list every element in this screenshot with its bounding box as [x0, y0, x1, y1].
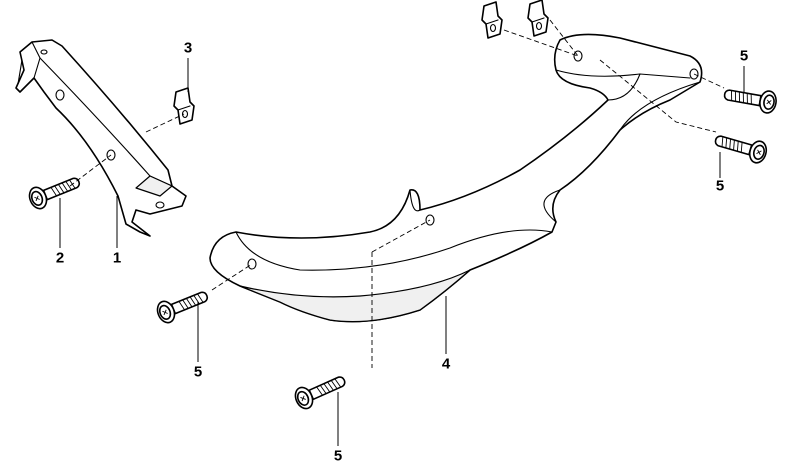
- clip-part-3: [173, 87, 195, 125]
- bolt-part-5-lower-right: [711, 128, 770, 166]
- bracket-part-4: [209, 33, 703, 323]
- assembly-lines: [69, 19, 725, 368]
- leader-lines: [59, 58, 745, 446]
- bolt-part-5-upper-right: [721, 82, 779, 116]
- callout-5-lower-right: 5: [715, 177, 725, 195]
- callout-5-left: 5: [193, 363, 203, 381]
- callout-5-upper-right: 5: [739, 47, 749, 65]
- bolt-part-5-left: [153, 284, 212, 326]
- callout-1: 1: [112, 249, 122, 267]
- callout-3: 3: [183, 39, 193, 57]
- callout-2: 2: [55, 249, 65, 267]
- bolt-part-2: [25, 170, 84, 212]
- callout-4: 4: [441, 355, 451, 373]
- clip-top-left: [481, 1, 503, 39]
- bracket-part-1: [15, 39, 187, 237]
- bolt-part-5-bottom: [291, 369, 350, 413]
- callout-5-bottom: 5: [333, 447, 343, 465]
- clip-top-right: [527, 0, 549, 37]
